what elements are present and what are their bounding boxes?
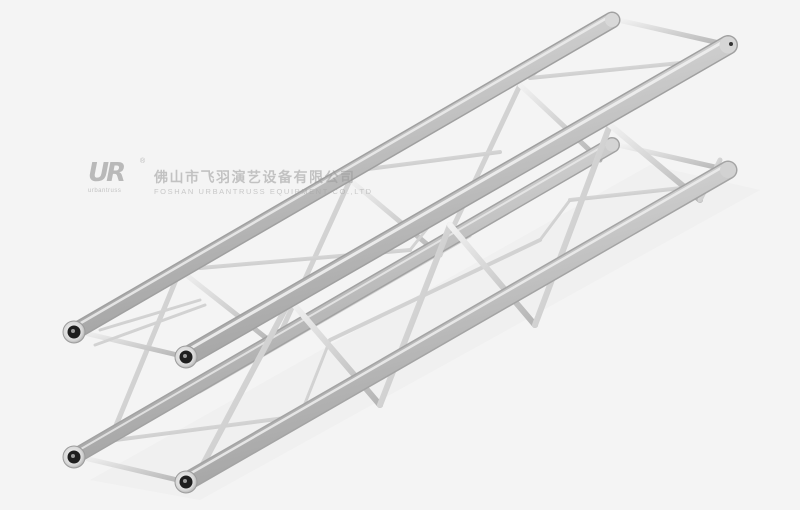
end-cap-front-bottom (174, 470, 198, 494)
end-cap-front-top (174, 345, 198, 369)
tube-ends (62, 13, 737, 494)
front-bottom-chord (176, 160, 738, 492)
far-end-back-top (605, 13, 619, 27)
end-cap-back-top (62, 320, 86, 344)
front-top-chord (176, 35, 738, 367)
far-end-back-bottom (605, 138, 619, 152)
back-top-chord (65, 11, 621, 341)
far-end-front-bottom (720, 162, 736, 178)
far-end-front-top (719, 36, 737, 54)
pin-hole-icon (729, 42, 733, 46)
end-cap-back-bottom (62, 445, 86, 469)
back-bottom-chord (66, 137, 620, 465)
